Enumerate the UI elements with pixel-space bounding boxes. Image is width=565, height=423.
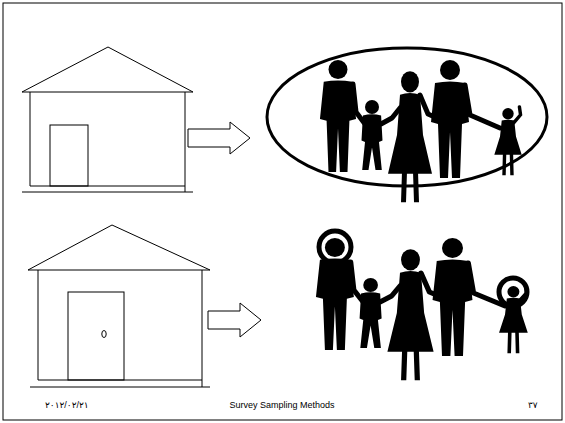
block-arrow	[188, 122, 250, 154]
selection-ring	[319, 231, 351, 263]
house-body	[30, 270, 210, 387]
slide-number: ٣٧	[528, 399, 538, 411]
house-body	[22, 92, 193, 192]
selection-ring	[499, 278, 527, 306]
footer-date: ٢٠١٢/٠٢/٢١	[45, 399, 89, 411]
family-silhouette	[320, 60, 522, 202]
house-roof	[22, 47, 193, 92]
footer-title: Survey Sampling Methods	[230, 399, 335, 411]
block-arrow	[208, 303, 261, 337]
door-knob	[102, 331, 106, 338]
slide-border	[3, 3, 562, 420]
house-door	[50, 125, 88, 186]
house-roof	[28, 225, 210, 270]
house-door	[68, 292, 124, 380]
